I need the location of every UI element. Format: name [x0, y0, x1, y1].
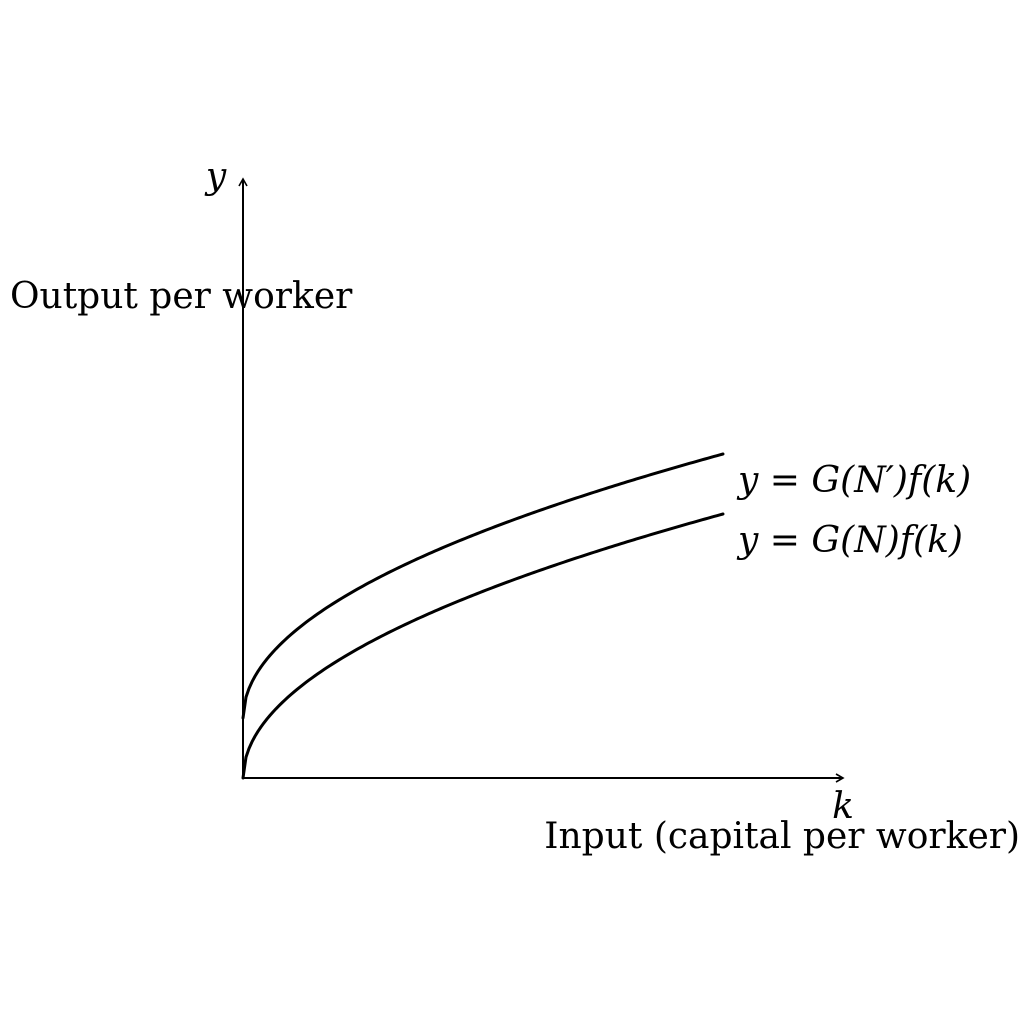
curve-upper	[241, 452, 725, 720]
y-axis-symbol: y	[204, 156, 227, 197]
y-axis-label: Output per worker	[10, 276, 353, 317]
x-axis-label: Input (capital per worker)	[544, 816, 1020, 857]
curve-label-lower: y = G(N)f(k)	[736, 520, 963, 561]
x-axis-symbol: k	[832, 786, 854, 827]
curve-lower	[241, 512, 725, 780]
curve-label-upper: y = G(N′)f(k)	[736, 460, 971, 501]
